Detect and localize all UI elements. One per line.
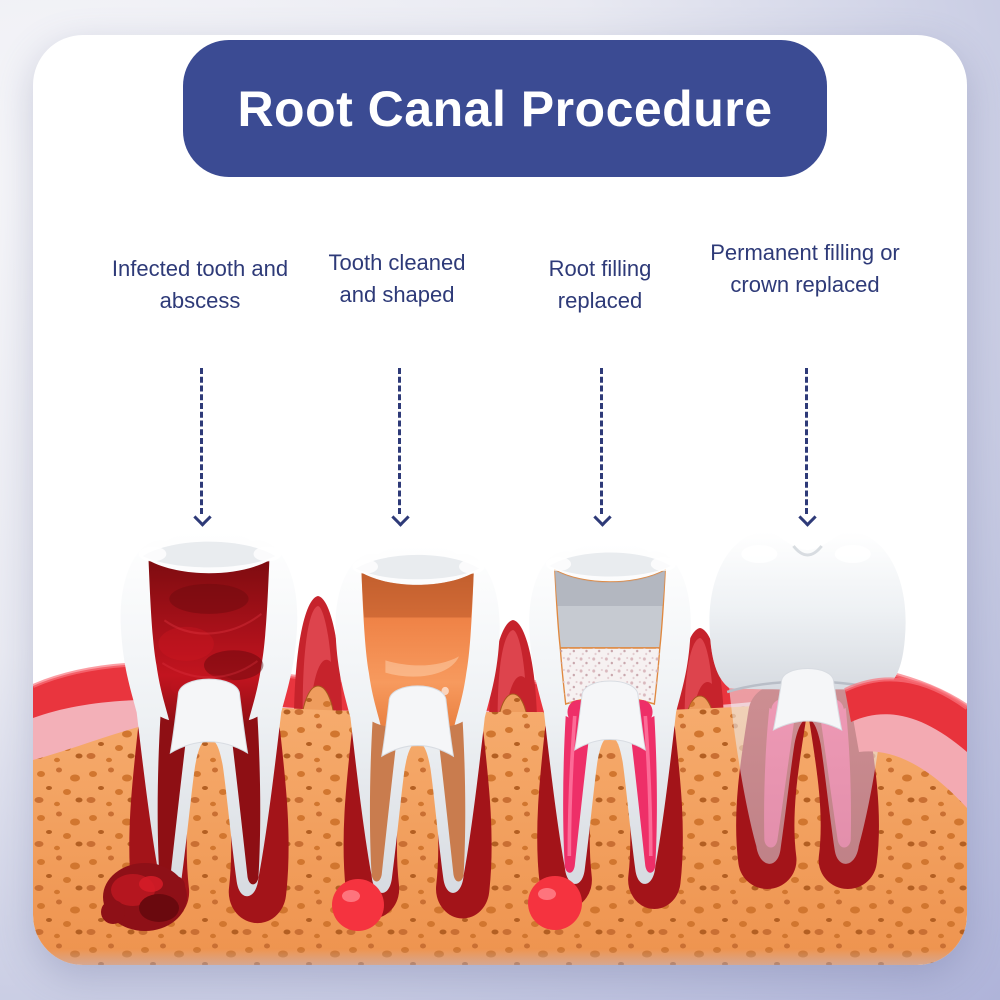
- page-title: Root Canal Procedure: [237, 80, 773, 137]
- dashed-down-arrow-icon: [193, 368, 212, 527]
- dashed-down-arrow-icon: [391, 368, 410, 527]
- abscess-blob: [101, 863, 187, 931]
- stage-2-label: Tooth cleaned and shaped: [328, 250, 466, 307]
- gum-layers-front-right: [844, 677, 967, 808]
- inflamed-root-tip: [528, 876, 582, 930]
- teeth-gum-illustration: [33, 531, 967, 965]
- tooth-stage-3-root-filled: [529, 543, 691, 909]
- stage-1-label: Infected tooth and abscess: [111, 256, 289, 313]
- inflamed-root-tip: [332, 879, 384, 931]
- title-banner: Root Canal Procedure: [183, 40, 827, 177]
- stage-3-label: Root filling replaced: [548, 256, 652, 313]
- stage-4-label: Permanent filling or crown replaced: [710, 240, 900, 297]
- dashed-down-arrow-icon: [798, 368, 817, 527]
- dashed-down-arrow-icon: [593, 368, 612, 527]
- infographic-card: Root Canal Procedure Infected tooth and …: [33, 35, 967, 965]
- tooth-stage-2-cleaned: [335, 545, 500, 919]
- tooth-stage-4-crowned: [709, 531, 906, 889]
